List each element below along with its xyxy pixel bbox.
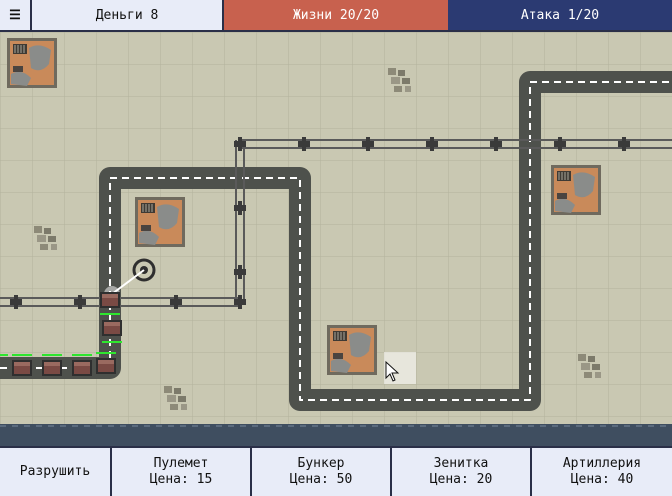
buy-machine-gun-button[interactable]: Пулемет Цена: 15 — [112, 448, 252, 496]
destroy-label: Разрушить — [19, 464, 91, 479]
building-ruin — [326, 324, 378, 376]
item-price: Цена: 50 — [289, 472, 353, 487]
enemy-convoy — [0, 292, 122, 376]
money-counter: Деньги 8 — [32, 0, 224, 30]
building-ruin — [6, 37, 58, 89]
enemy-road — [0, 71, 672, 411]
item-name: Артиллерия — [562, 456, 642, 471]
item-name: Зенитка — [433, 456, 489, 471]
build-bar: Разрушить Пулемет Цена: 15 Бункер Цена: … — [0, 446, 672, 496]
game-field[interactable] — [0, 32, 672, 446]
mouse-cursor-icon — [385, 360, 400, 382]
buy-anti-air-button[interactable]: Зенитка Цена: 20 — [392, 448, 532, 496]
menu-icon[interactable]: ☰ — [0, 0, 32, 30]
top-bar: ☰ Деньги 8 Жизни 20/20 Атака 1/20 — [0, 0, 672, 32]
building-ruin — [134, 196, 186, 248]
item-name: Пулемет — [153, 456, 209, 471]
buy-bunker-button[interactable]: Бункер Цена: 50 — [252, 448, 392, 496]
water-strip — [0, 424, 672, 446]
item-name: Бункер — [297, 456, 345, 471]
lives-counter: Жизни 20/20 — [224, 0, 448, 30]
buy-artillery-button[interactable]: Артиллерия Цена: 40 — [532, 448, 672, 496]
wave-counter: Атака 1/20 — [448, 0, 672, 30]
building-ruin — [550, 164, 602, 216]
item-price: Цена: 15 — [149, 472, 213, 487]
item-price: Цена: 20 — [429, 472, 493, 487]
item-price: Цена: 40 — [570, 472, 634, 487]
destroy-button[interactable]: Разрушить — [0, 448, 112, 496]
